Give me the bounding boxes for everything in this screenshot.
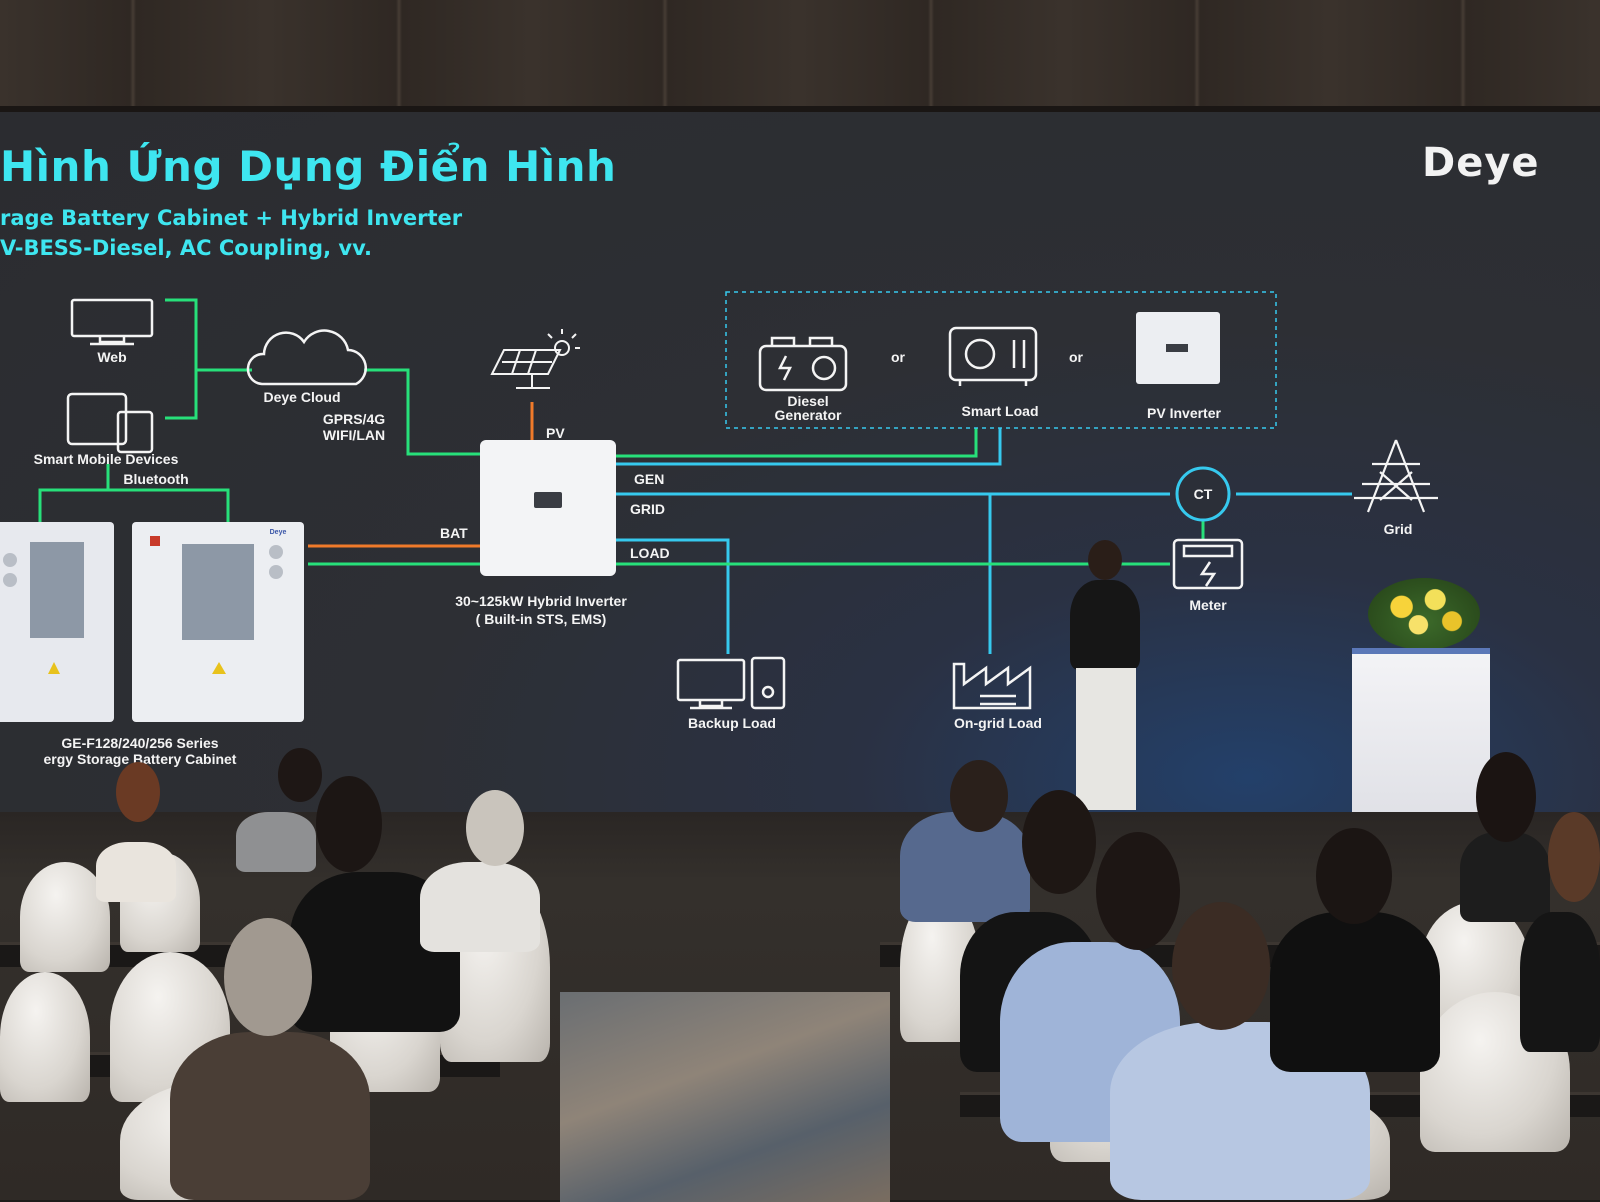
attendee [170, 1032, 370, 1200]
comms-label-1: GPRS/4G [323, 411, 385, 427]
diesel-label-2: Generator [775, 407, 842, 423]
battery-cabinet-left [0, 522, 114, 722]
mobile-devices-icon [66, 392, 154, 454]
carpet-aisle [560, 992, 890, 1202]
bluetooth-bus-line [38, 464, 230, 522]
backup-load-icon [676, 656, 786, 710]
presenter-trousers [1076, 668, 1136, 810]
slide-subtitle-2: V-BESS-Diesel, AC Coupling, vv. [0, 236, 373, 260]
audience-area [0, 748, 1600, 1202]
diesel-label-1: Diesel [787, 393, 828, 409]
attendee [1270, 912, 1440, 1072]
backup-load-label: Backup Load [688, 715, 776, 731]
attendee-head [316, 776, 382, 872]
bluetooth-label: Bluetooth [123, 471, 188, 487]
presentation-screen: Hình Ứng Dụng Điển Hình rage Battery Cab… [0, 112, 1600, 812]
web-monitor-icon [70, 298, 154, 346]
inverter-label-1: 30~125kW Hybrid Inverter [455, 593, 627, 609]
load-port-label: LOAD [630, 545, 670, 561]
diesel-generator-icon [758, 336, 848, 392]
inverter-display [534, 492, 562, 508]
attendee [900, 812, 1030, 922]
bat-label: BAT [440, 525, 468, 541]
attendee-head [1022, 790, 1096, 894]
ct-sensor [1175, 466, 1231, 522]
attendee [1460, 832, 1550, 922]
attendee [236, 812, 316, 872]
slide-title: Hình Ứng Dụng Điển Hình [0, 142, 617, 191]
flower-arrangement [1368, 578, 1480, 650]
or-label-2: or [1069, 349, 1084, 365]
cabinet-label-1: GE-F128/240/256 Series [61, 735, 218, 751]
comms-label-2: WIFI/LAN [323, 427, 385, 443]
attendee-head [1096, 832, 1180, 950]
meter-label: Meter [1189, 597, 1227, 613]
battery-cabinet-right [132, 522, 304, 722]
attendee [1520, 912, 1600, 1052]
cloud-icon [246, 329, 367, 386]
ongrid-load-label: On-grid Load [954, 715, 1042, 731]
grid-tower-icon [1354, 439, 1438, 513]
gen-label: GEN [634, 471, 664, 487]
attendee-head [1316, 828, 1392, 924]
chair [20, 862, 110, 972]
load-line [616, 538, 730, 654]
attendee [96, 842, 176, 902]
attendee-head [1476, 752, 1536, 842]
ceiling-panels [0, 0, 1600, 112]
web-label: Web [97, 349, 126, 365]
meter-icon [1172, 538, 1244, 590]
system-diagram: Web Deye Cloud GPRS/4G WIFI/LAN Smart Mo… [0, 291, 1438, 767]
pv-inverter-display [1166, 344, 1188, 352]
grid-label: Grid [1384, 521, 1413, 537]
inverter-label-2: ( Built-in STS, EMS) [476, 611, 607, 627]
web-link-line [165, 298, 198, 420]
attendee-head [466, 790, 524, 866]
attendee-head [278, 748, 322, 802]
attendee-head [116, 762, 160, 822]
factory-icon [952, 662, 1032, 710]
attendee-head [1172, 902, 1270, 1030]
pv-label: PV [546, 425, 565, 441]
presenter-head [1088, 540, 1122, 580]
smart-load-icon [948, 326, 1038, 386]
smart-load-label: Smart Load [961, 403, 1038, 419]
pv-inverter-label: PV Inverter [1147, 405, 1221, 421]
cloud-to-inverter-line [364, 368, 480, 456]
attendee-head [950, 760, 1008, 832]
solar-panel-icon [490, 329, 580, 389]
cloud-label: Deye Cloud [263, 389, 340, 405]
mobile-label: Smart Mobile Devices [34, 451, 179, 467]
cabinet-label-2: ergy Storage Battery Cabinet [44, 751, 237, 767]
gen-line-cyan [616, 428, 1002, 466]
deye-logo: Deye [1422, 140, 1540, 186]
presenter [1062, 540, 1152, 810]
presenter-shirt [1070, 580, 1140, 670]
chair [0, 972, 90, 1102]
cabinet-brand-label: Deye [270, 529, 287, 536]
grid-port-label: GRID [630, 501, 665, 517]
or-label-1: or [891, 349, 906, 365]
generator-options-box [725, 291, 1277, 429]
gen-line-smart [616, 428, 978, 458]
slide-subtitle-1: rage Battery Cabinet + Hybrid Inverter [0, 206, 463, 230]
attendee-head [1548, 812, 1600, 902]
attendee-head [224, 918, 312, 1036]
attendee [420, 862, 540, 952]
ct-label: CT [1194, 486, 1213, 502]
